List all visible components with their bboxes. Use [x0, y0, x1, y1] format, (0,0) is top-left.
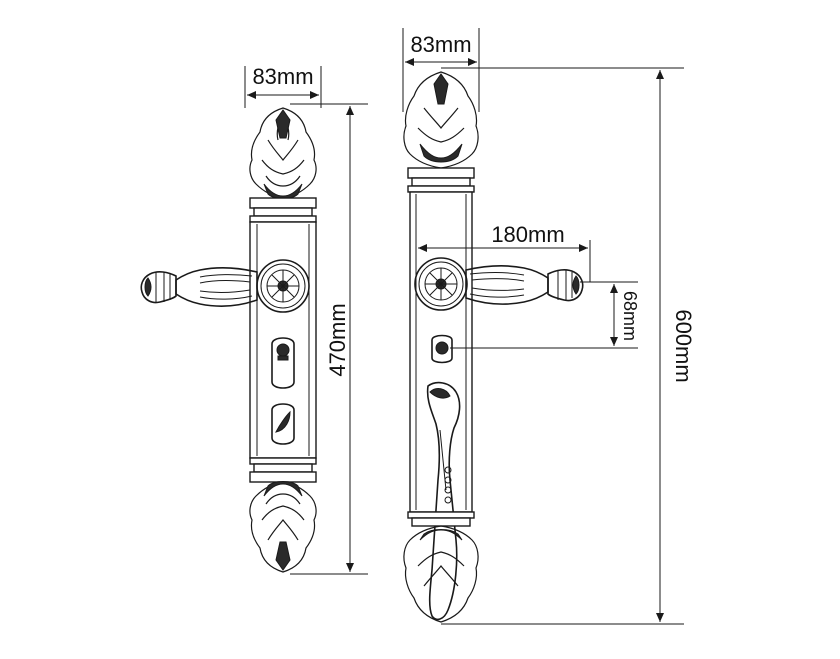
- left-width-label: 83mm: [252, 64, 313, 89]
- right-rosette: [414, 257, 468, 311]
- right-top-crest: [403, 71, 479, 169]
- right-grip: [426, 381, 461, 621]
- left-height-dimension: 470mm: [290, 103, 368, 575]
- left-width-dimension: 83mm: [244, 64, 322, 108]
- left-backplate: [249, 221, 317, 459]
- right-handle: [403, 71, 584, 623]
- left-top-crest: [249, 107, 317, 199]
- right-handle-length-dimension: 180mm: [415, 222, 591, 282]
- right-spacing-dimension: 68mm: [450, 281, 640, 349]
- right-width-dimension: 83mm: [402, 28, 480, 112]
- left-cylinder: [271, 337, 295, 389]
- right-width-label: 83mm: [410, 32, 471, 57]
- left-handle: [140, 107, 317, 573]
- right-lever: [465, 265, 584, 305]
- right-height-dimension: 600mm: [441, 67, 696, 625]
- right-spacing-label: 68mm: [620, 291, 640, 341]
- right-cylinder: [431, 334, 453, 364]
- left-height-label: 470mm: [325, 303, 350, 376]
- left-thumbturn: [271, 403, 295, 445]
- right-height-label: 600mm: [671, 309, 696, 382]
- right-handle-length-label: 180mm: [491, 222, 564, 247]
- left-lever: [140, 267, 258, 307]
- right-bottom-crest: [403, 525, 479, 623]
- left-bottom-crest: [249, 481, 317, 573]
